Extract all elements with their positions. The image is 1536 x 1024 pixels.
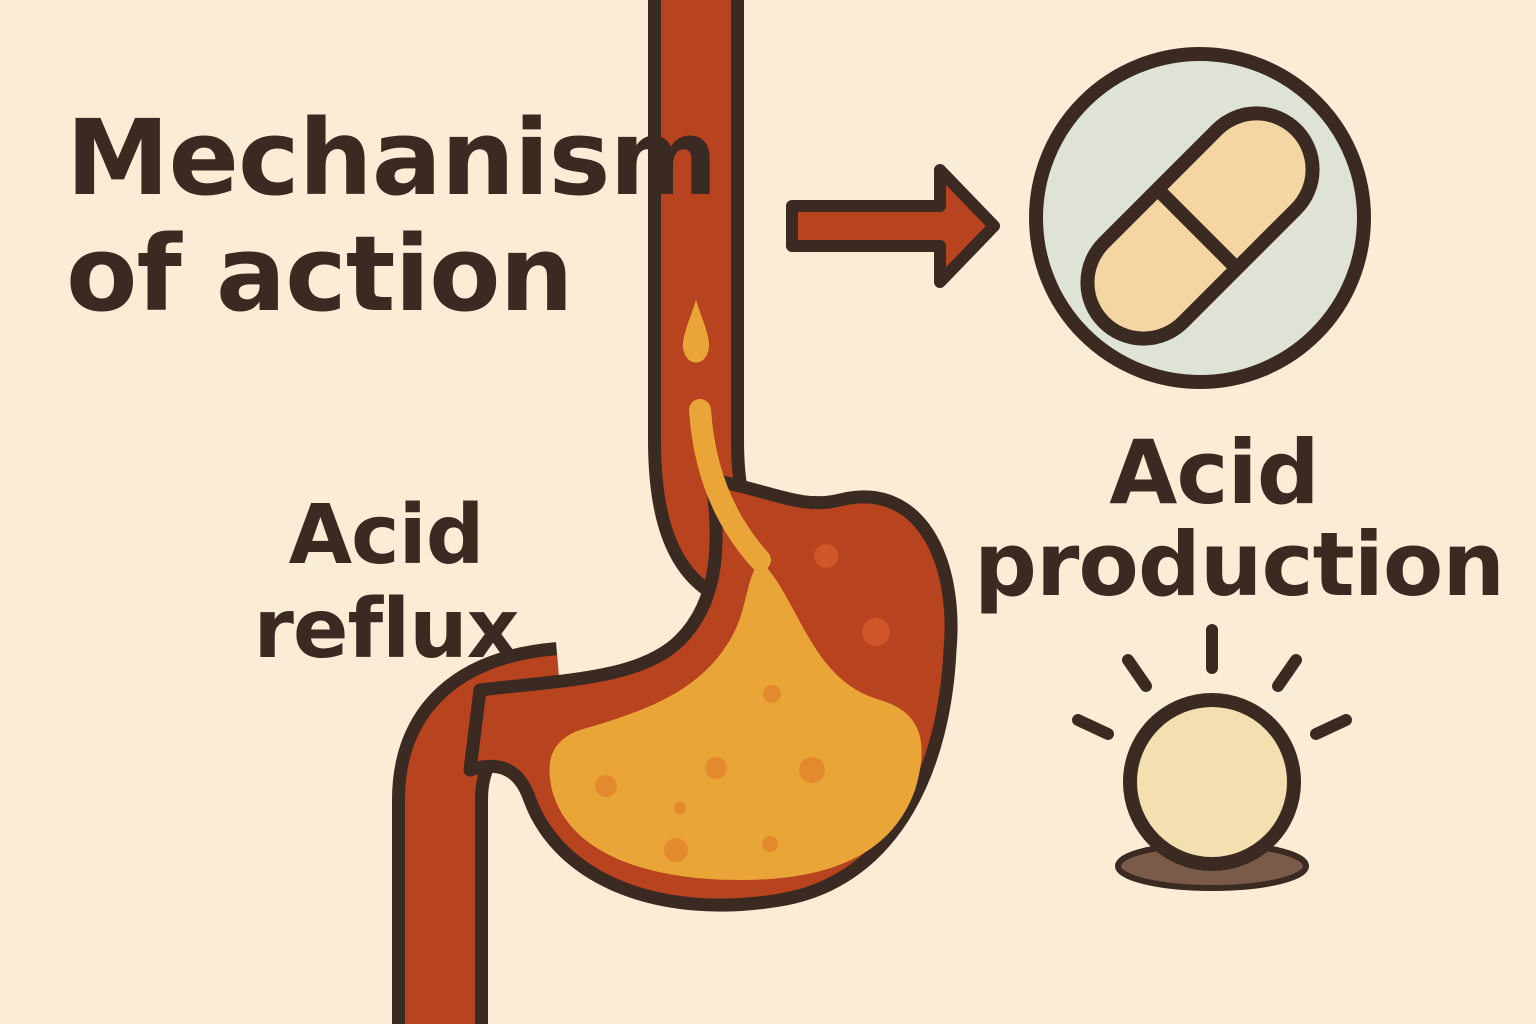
wall-spots bbox=[814, 544, 890, 646]
acid-reflux-label-line-2: reflux bbox=[253, 582, 519, 677]
glowing-orb-icon bbox=[1072, 624, 1352, 891]
title-line-1: Mechanism bbox=[66, 97, 718, 219]
acid-reflux-label-line-1: Acid bbox=[288, 488, 485, 583]
right-arrow-icon bbox=[786, 164, 1000, 288]
title-line-2: of action bbox=[66, 213, 574, 335]
acid-bubbles bbox=[595, 685, 825, 862]
stomach-acid bbox=[549, 560, 922, 880]
acid-drop bbox=[682, 300, 710, 363]
stomach-illustration bbox=[392, 0, 958, 1024]
acid-production-label-line-1: Acid bbox=[1109, 421, 1319, 524]
pill-capsule-icon bbox=[1029, 47, 1371, 389]
acid-production-label-line-2: production bbox=[974, 513, 1505, 616]
reflux-stream bbox=[689, 399, 771, 571]
